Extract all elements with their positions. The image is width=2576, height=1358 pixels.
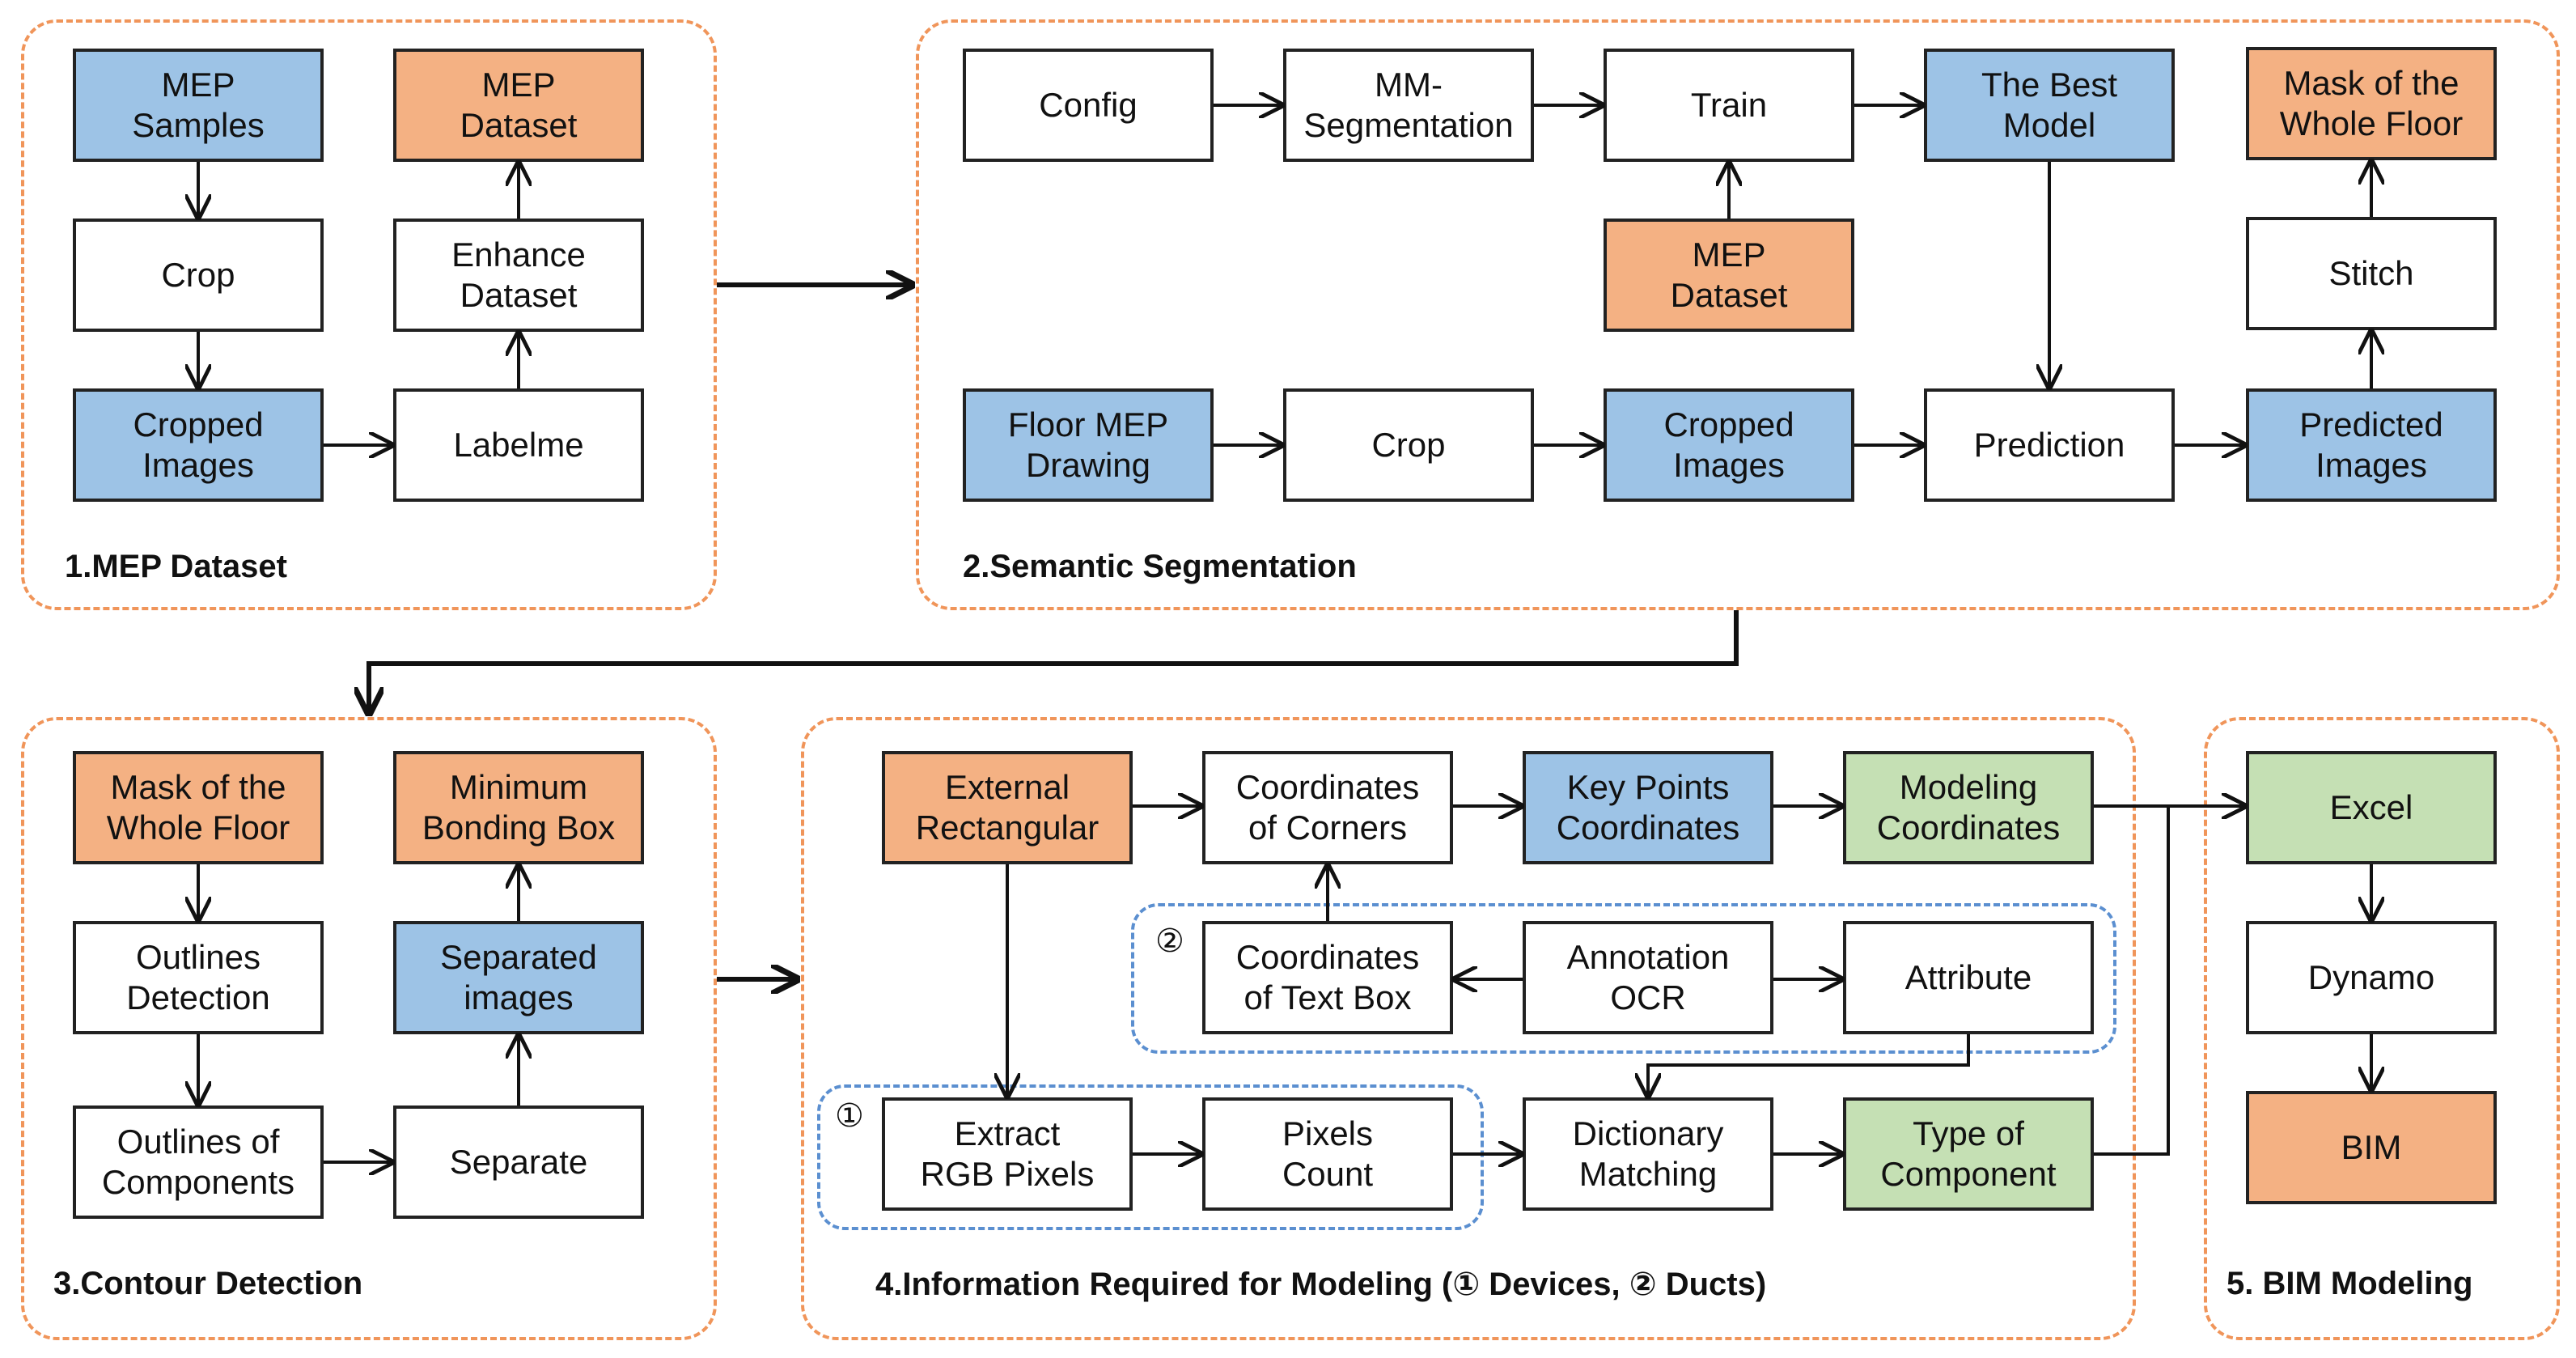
box-mep-dataset-2: MEP Dataset [1604,219,1854,332]
box-bim: BIM [2246,1091,2497,1204]
box-train: Train [1604,49,1854,162]
arrow-type-to-excel [2094,806,2244,1156]
marker-devices: ① [835,1098,864,1134]
box-type-of-component: Type of Component [1843,1097,2094,1211]
group-contour-detection [21,717,717,1340]
box-enhance-dataset: Enhance Dataset [393,219,644,332]
box-mep-dataset-1: MEP Dataset [393,49,644,162]
box-mask-whole-floor-1: Mask of the Whole Floor [2246,47,2497,160]
arrow-section2-to-section3 [369,610,1739,714]
group-bim-modeling [2204,717,2560,1340]
box-stitch: Stitch [2246,217,2497,330]
box-mm-segmentation: MM- Segmentation [1283,49,1534,162]
box-modeling-coordinates: Modeling Coordinates [1843,751,2094,864]
box-best-model: The Best Model [1924,49,2175,162]
box-coordinates-of-text-box: Coordinates of Text Box [1202,921,1453,1034]
box-config: Config [963,49,1214,162]
box-cropped-images-1: Cropped Images [73,388,324,502]
box-mask-whole-floor-2: Mask of the Whole Floor [73,751,324,864]
box-floor-mep-drawing: Floor MEP Drawing [963,388,1214,502]
box-crop-2: Crop [1283,388,1534,502]
box-extract-rgb-pixels: Extract RGB Pixels [882,1097,1133,1211]
box-predicted-images: Predicted Images [2246,388,2497,502]
subgroup-ducts [1131,903,2116,1054]
box-outlines-of-components: Outlines of Components [73,1105,324,1219]
box-dictionary-matching: Dictionary Matching [1523,1097,1773,1211]
box-attribute: Attribute [1843,921,2094,1034]
marker-ducts: ② [1155,923,1184,959]
box-mep-samples: MEP Samples [73,49,324,162]
group-title-semantic-segmentation: 2.Semantic Segmentation [963,549,1357,584]
group-mep-dataset [21,19,717,610]
box-outlines-detection: Outlines Detection [73,921,324,1034]
box-labelme: Labelme [393,388,644,502]
group-semantic-segmentation [916,19,2560,610]
box-external-rectangular: External Rectangular [882,751,1133,864]
box-annotation-ocr: Annotation OCR [1523,921,1773,1034]
box-cropped-images-2: Cropped Images [1604,388,1854,502]
box-key-points-coordinates: Key Points Coordinates [1523,751,1773,864]
box-prediction: Prediction [1924,388,2175,502]
box-pixels-count: Pixels Count [1202,1097,1453,1211]
box-crop-1: Crop [73,219,324,332]
group-title-mep-dataset: 1.MEP Dataset [65,549,287,584]
group-information-modeling [801,717,2136,1340]
group-title-bim-modeling: 5. BIM Modeling [2226,1266,2473,1301]
arrow-attribute-to-dictionary [1648,1034,1970,1096]
group-title-information-modeling: 4.Information Required for Modeling (① D… [875,1267,1767,1302]
group-title-contour-detection: 3.Contour Detection [53,1266,363,1301]
box-excel: Excel [2246,751,2497,864]
box-separate: Separate [393,1105,644,1219]
box-dynamo: Dynamo [2246,921,2497,1034]
subgroup-devices [817,1084,1484,1230]
